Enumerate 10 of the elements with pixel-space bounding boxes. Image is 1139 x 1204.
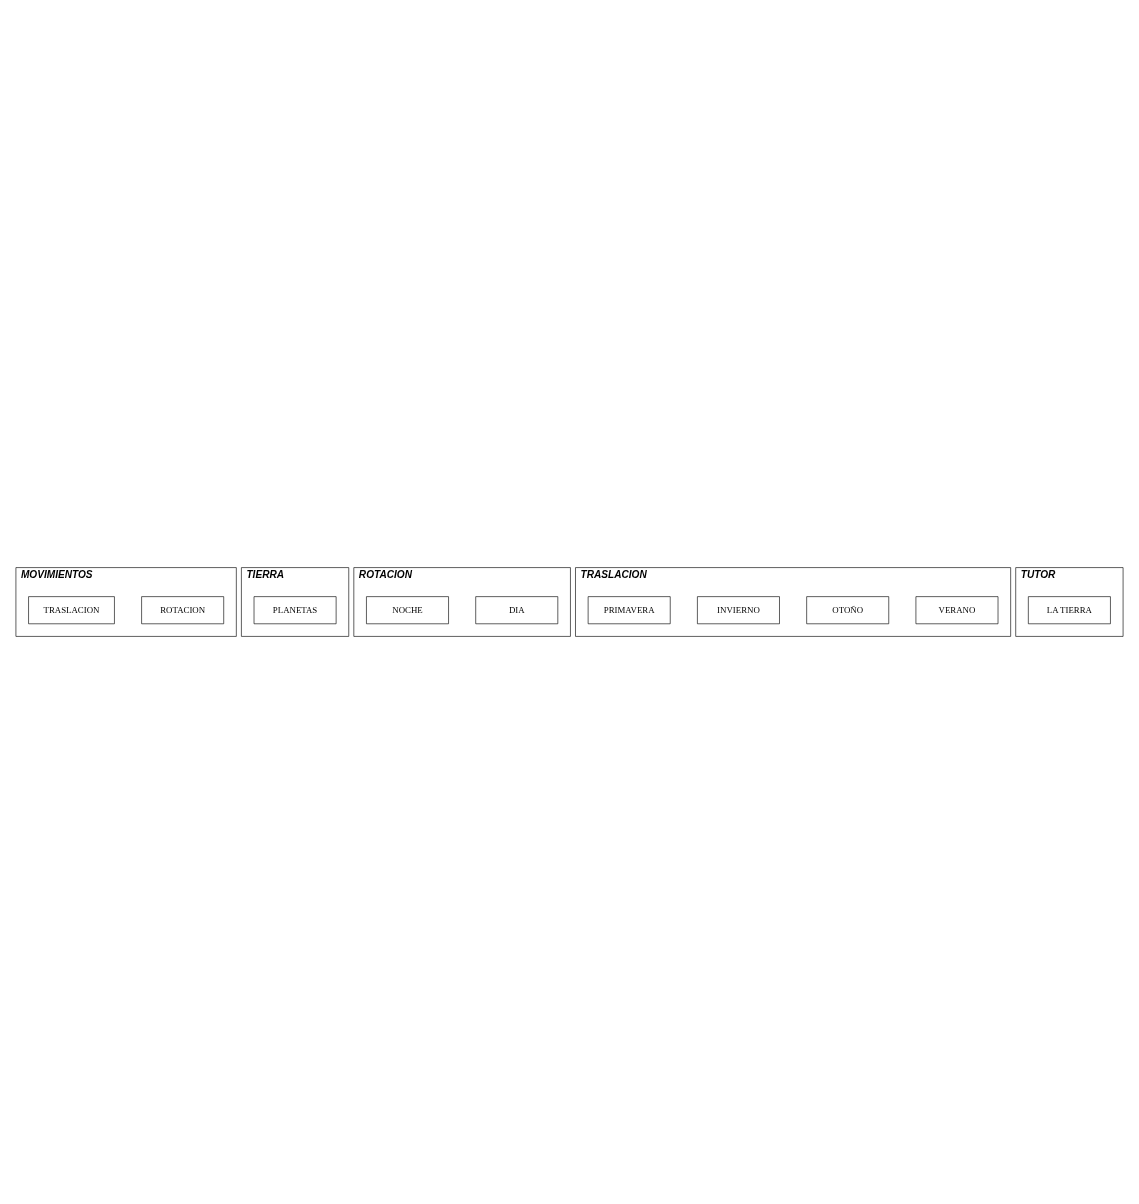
node-box: NOCHE — [366, 596, 449, 625]
node-box: PLANETAS — [253, 596, 337, 625]
node-box: INVIERNO — [697, 596, 780, 625]
node-box: TRASLACION — [28, 596, 115, 625]
node-box: ROTACION — [141, 596, 225, 625]
node-box: PRIMAVERA — [587, 596, 671, 625]
node-box: VERANO — [915, 596, 999, 625]
node-box: LA TIERRA — [1028, 596, 1111, 625]
node-box: DIA — [475, 596, 559, 625]
node-box: OTOÑO — [806, 596, 890, 625]
